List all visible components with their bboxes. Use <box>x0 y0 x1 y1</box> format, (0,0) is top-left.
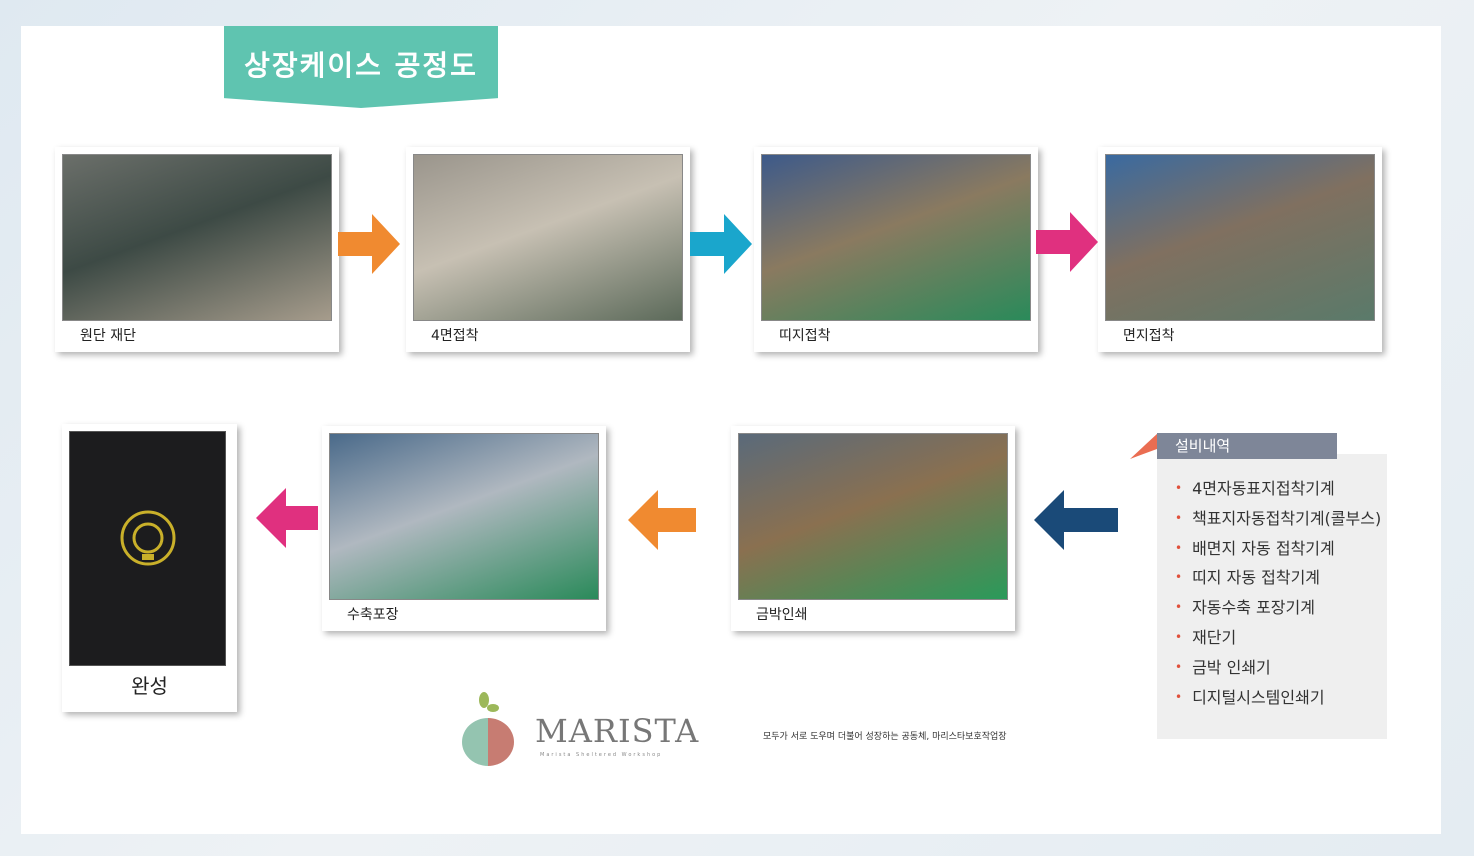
equipment-item: 띠지 자동 접착기계 <box>1175 563 1387 593</box>
step-label: 면지접착 <box>1123 328 1175 344</box>
finished-photo <box>69 431 226 666</box>
equipment-item: 배면지 자동 접착기계 <box>1175 534 1387 564</box>
equipment-item: 금박 인쇄기 <box>1175 653 1387 683</box>
logo-subtext: Marista Sheltered Workshop <box>540 752 663 758</box>
arrow-left-icon <box>256 488 318 548</box>
logo-icon <box>462 692 514 766</box>
step-label: 띠지접착 <box>779 328 831 344</box>
step-label: 금박인쇄 <box>756 607 808 623</box>
step-card: 원단 재단 <box>55 147 339 352</box>
emblem-icon <box>120 510 176 566</box>
step-label: 완성 <box>131 674 168 698</box>
equipment-item: 디지털시스템인쇄기 <box>1175 683 1387 713</box>
step-photo <box>761 154 1031 321</box>
step-label: 4면접착 <box>431 328 479 344</box>
step-card: 띠지접착 <box>754 147 1038 352</box>
step-label: 원단 재단 <box>80 328 136 344</box>
arrow-right-icon <box>690 214 752 274</box>
arrow-left-icon <box>1034 490 1118 550</box>
step-photo <box>1105 154 1375 321</box>
step-photo <box>413 154 683 321</box>
finished-card: 완성 <box>62 424 237 712</box>
step-photo <box>329 433 599 600</box>
step-label: 수축포장 <box>347 607 399 623</box>
equipment-heading: 설비내역 <box>1157 433 1337 459</box>
logo-text: MARISTA <box>535 712 700 750</box>
equipment-item: 책표지자동접착기계(콜부스) <box>1175 504 1387 534</box>
step-photo <box>62 154 332 321</box>
step-card: 면지접착 <box>1098 147 1382 352</box>
step-photo <box>738 433 1008 600</box>
equipment-item: 재단기 <box>1175 623 1387 653</box>
arrow-right-icon <box>338 214 400 274</box>
equipment-item: 4면자동표지접착기계 <box>1175 474 1387 504</box>
equipment-item: 자동수축 포장기계 <box>1175 593 1387 623</box>
step-card: 수축포장 <box>322 426 606 631</box>
step-card: 금박인쇄 <box>731 426 1015 631</box>
page-title: 상장케이스 공정도 <box>224 26 498 108</box>
slogan: 모두가 서로 도우며 더불어 성장하는 공동체, 마리스타보호작업장 <box>763 732 1007 742</box>
step-card: 4면접착 <box>406 147 690 352</box>
arrow-right-icon <box>1036 212 1098 272</box>
equipment-panel: 4면자동표지접착기계책표지자동접착기계(콜부스)배면지 자동 접착기계띠지 자동… <box>1157 454 1387 739</box>
arrow-left-icon <box>628 490 696 550</box>
